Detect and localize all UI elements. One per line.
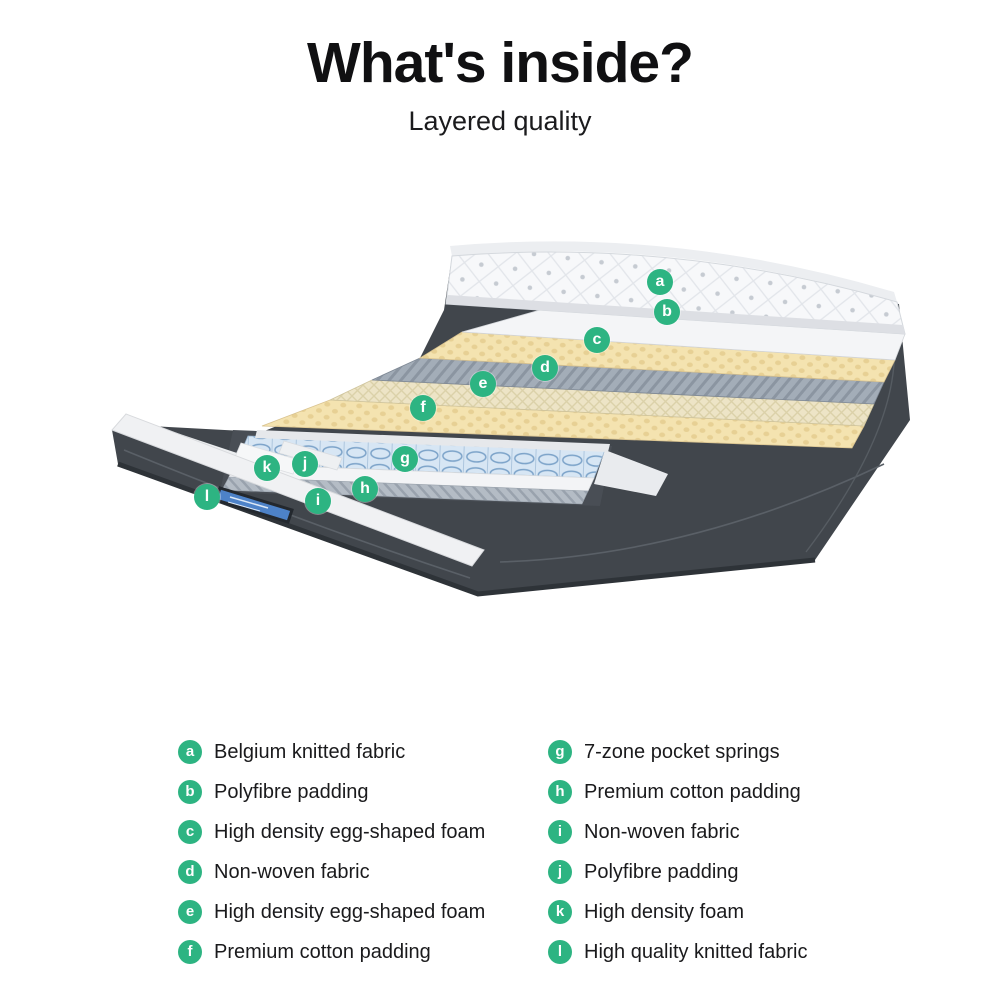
page-title: What's inside? — [307, 31, 694, 95]
layer-badge-a: a — [647, 269, 673, 295]
legend-label-f: Premium cotton padding — [214, 940, 431, 963]
layer-badge-g: g — [392, 446, 418, 472]
legend-item-g: g 7-zone pocket springs — [548, 732, 908, 772]
legend-label-h: Premium cotton padding — [584, 780, 801, 803]
legend-label-d: Non-woven fabric — [214, 860, 370, 883]
frame-front-rail — [111, 413, 485, 567]
layer-badge-d: d — [532, 355, 558, 381]
legend-label-g: 7-zone pocket springs — [584, 740, 780, 763]
legend-label-j: Polyfibre padding — [584, 860, 739, 883]
header: What's inside? Layered quality — [0, 30, 1000, 137]
legend-badge-d: d — [178, 860, 202, 884]
layer-knitted-fabric-a — [445, 251, 906, 335]
layer-badge-l: l — [194, 484, 220, 510]
legend-column-right: g 7-zone pocket springs h Premium cotton pa… — [548, 732, 908, 972]
legend-badge-j: j — [548, 860, 572, 884]
legend-badge-h: h — [548, 780, 572, 804]
legend-item-k: k High density foam — [548, 892, 908, 932]
legend-item-a: a Belgium knitted fabric — [178, 732, 528, 772]
legend-badge-c: c — [178, 820, 202, 844]
legend-label-e: High density egg-shaped foam — [214, 900, 486, 923]
legend-badge-a: a — [178, 740, 202, 764]
layer-nonwoven-lower — [221, 476, 589, 505]
page-subtitle: Layered quality — [408, 106, 592, 136]
layer-badge-f: f — [410, 395, 436, 421]
layer-badge-j: j — [292, 451, 318, 477]
legend-label-a: Belgium knitted fabric — [214, 740, 406, 763]
deck-right-rail — [594, 450, 668, 496]
legend-label-i: Non-woven fabric — [584, 820, 740, 843]
layer-badge-b: b — [654, 299, 680, 325]
legend-item-l: l High quality knitted fabric — [548, 932, 908, 972]
legend-badge-f: f — [178, 940, 202, 964]
legend-item-c: c High density egg-shaped foam — [178, 812, 528, 852]
legend-item-f: f Premium cotton padding — [178, 932, 528, 972]
legend-badge-k: k — [548, 900, 572, 924]
legend-item-e: e High density egg-shaped foam — [178, 892, 528, 932]
legend-badge-e: e — [178, 900, 202, 924]
layer-badge-c: c — [584, 327, 610, 353]
legend-label-k: High density foam — [584, 900, 745, 923]
legend-badge-l: l — [548, 940, 572, 964]
legend-item-j: j Polyfibre padding — [548, 852, 908, 892]
legend-label-b: Polyfibre padding — [214, 780, 369, 803]
legend-badge-g: g — [548, 740, 572, 764]
legend-label-c: High density egg-shaped foam — [214, 820, 486, 843]
legend-badge-i: i — [548, 820, 572, 844]
layer-badge-h: h — [352, 476, 378, 502]
legend-item-i: i Non-woven fabric — [548, 812, 908, 852]
legend-item-b: b Polyfibre padding — [178, 772, 528, 812]
layer-badge-e: e — [470, 371, 496, 397]
comfort-layers — [261, 309, 906, 449]
legend-badge-b: b — [178, 780, 202, 804]
deck-far-rail — [255, 430, 610, 452]
legend-item-h: h Premium cotton padding — [548, 772, 908, 812]
layer-badge-i: i — [305, 488, 331, 514]
legend-item-d: d Non-woven fabric — [178, 852, 528, 892]
legend-column-left: a Belgium knitted fabric b Polyfibre paddin… — [178, 732, 528, 972]
layer-badge-k: k — [254, 455, 280, 481]
legend-label-l: High quality knitted fabric — [584, 940, 808, 963]
